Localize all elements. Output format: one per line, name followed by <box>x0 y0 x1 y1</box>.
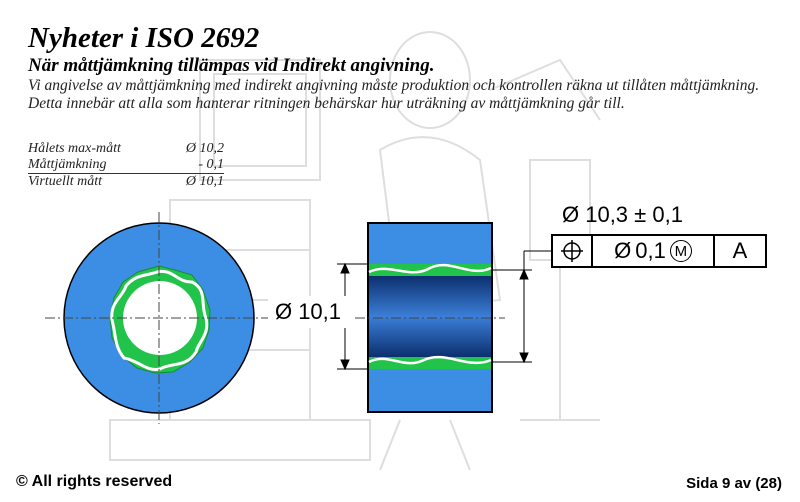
datum-cell: A <box>732 238 748 263</box>
position-icon <box>561 240 583 262</box>
page-title: Nyheter i ISO 2692 <box>28 22 260 54</box>
copyright-text: © All rights reserved <box>16 473 173 490</box>
calc-value: - 0,1 <box>198 157 224 172</box>
position-symbol-cell <box>553 236 593 266</box>
mmc-modifier: M <box>669 240 692 262</box>
dimension-lines <box>337 250 551 371</box>
page-number: Sida 9 av (28) <box>686 475 782 492</box>
tolerance-dimension-label: Ø 10,3 ± 0,1 <box>562 202 683 227</box>
end-view <box>45 212 272 424</box>
calc-row-result: Virtuellt mått Ø 10,1 <box>28 173 224 190</box>
tolerance-value: 0,1 <box>635 238 666 263</box>
calc-label: Virtuellt mått <box>28 173 167 190</box>
calc-value: Ø 10,2 <box>185 141 224 156</box>
calc-value: Ø 10,1 <box>166 173 224 190</box>
calc-row: Hålets max-mått Ø 10,2 <box>28 141 224 157</box>
hole-profile <box>110 269 209 371</box>
description-text: Vi angivelse av måttjämkning med indirek… <box>28 77 760 112</box>
tolerance-cell: Ø 0,1 M <box>593 236 715 266</box>
page-subtitle: När måttjämkning tillämpas vid Indirekt … <box>28 55 435 76</box>
calculation-table: Hålets max-mått Ø 10,2 Måttjämkning - 0,… <box>28 141 224 190</box>
feature-control-frame: Ø 0,1 M A <box>551 234 767 268</box>
calc-row: Måttjämkning - 0,1 <box>28 157 224 174</box>
section-view <box>355 222 505 413</box>
diameter-dimension-label: Ø 10,1 <box>268 296 348 328</box>
calc-label: Måttjämkning <box>28 157 107 172</box>
diameter-symbol: Ø <box>614 238 632 263</box>
calc-label: Hålets max-mått <box>28 141 121 156</box>
